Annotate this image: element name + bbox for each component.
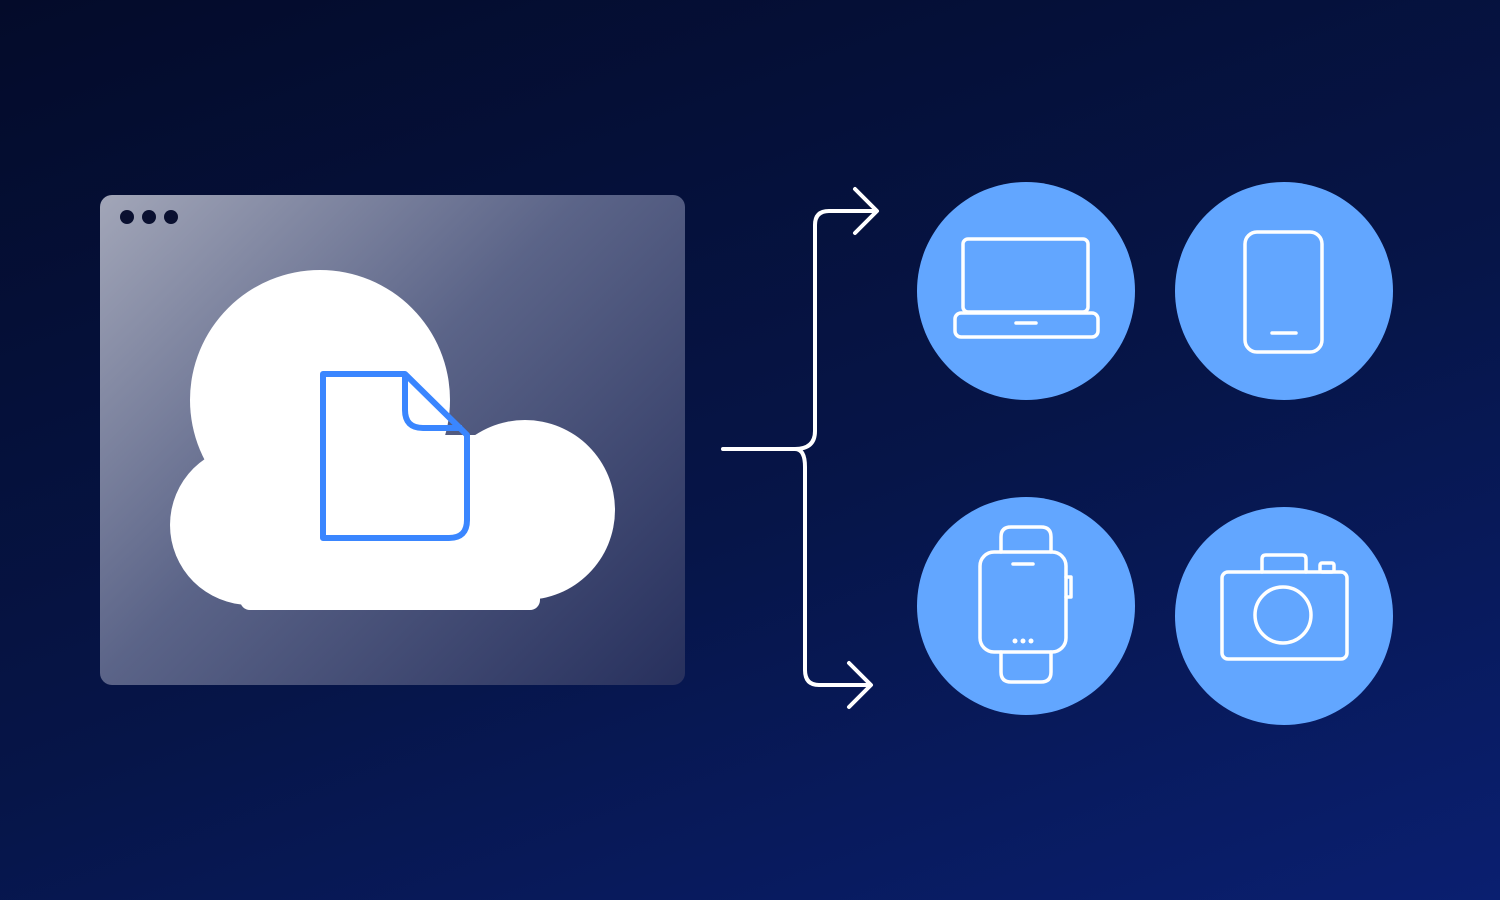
window-dots-icon (120, 210, 178, 224)
document-icon (320, 371, 470, 541)
smartwatch-icon (978, 525, 1073, 684)
device-laptop (917, 182, 1135, 400)
smartphone-icon (1243, 230, 1324, 354)
branching-arrows-icon (721, 187, 879, 709)
window-dot (164, 210, 178, 224)
device-smartphone (1175, 182, 1393, 400)
window-dot (142, 210, 156, 224)
device-smartwatch (917, 497, 1135, 715)
camera-icon (1220, 553, 1349, 661)
window-dot (120, 210, 134, 224)
device-camera (1175, 507, 1393, 725)
cloud-icon (170, 270, 615, 610)
laptop-icon (953, 237, 1100, 339)
